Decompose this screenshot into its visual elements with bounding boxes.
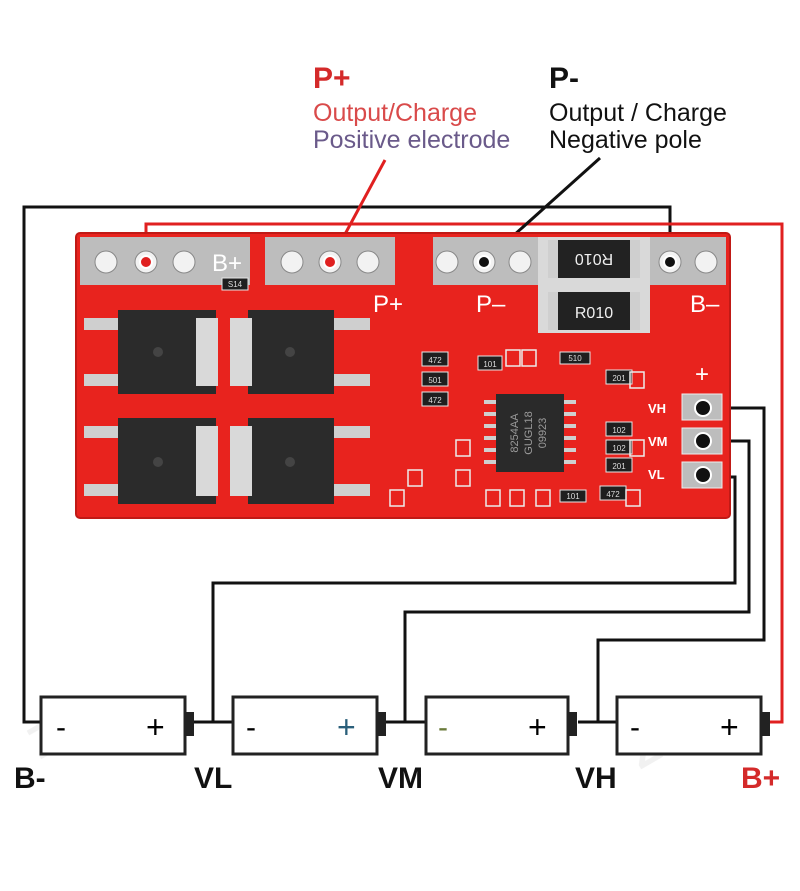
silk-vm: VM	[648, 434, 668, 449]
cell-2: - +	[231, 695, 386, 756]
p-plus-title: P+	[313, 62, 351, 95]
terminal-vl: VL	[194, 762, 233, 795]
contact-p-minus	[477, 255, 491, 269]
smd-components: S14 472 501 472 101 510 201 102 102 201 101 472	[221, 277, 645, 507]
mosfets	[84, 310, 370, 504]
silk-p-plus: P+	[373, 291, 403, 318]
smd-part	[605, 421, 633, 437]
smd-marking: 510	[568, 354, 582, 363]
smd-pad	[629, 439, 645, 457]
smd-pad	[625, 489, 641, 507]
smd-marking: 102	[612, 444, 626, 453]
cell-4: - +	[615, 695, 770, 756]
smd-marking: 472	[428, 396, 442, 405]
terminal-b-plus: B+	[741, 762, 781, 795]
terminal-vh: VH	[575, 762, 617, 795]
silk-plus: +	[695, 361, 709, 388]
smd-pad	[455, 439, 471, 457]
cell-2-negative: -	[246, 711, 256, 744]
smd-part	[477, 355, 503, 371]
contact-p-plus	[323, 255, 337, 269]
smd-pad	[407, 469, 423, 487]
smd-marking: 101	[566, 492, 580, 501]
bms-board: R010 R010 B+ P+ P– B– + VH VM VL	[75, 232, 731, 519]
cell-4-positive: +	[720, 709, 739, 745]
cell-3-positive: +	[528, 709, 547, 745]
silk-b-minus: B–	[690, 291, 720, 318]
smd-pad	[535, 489, 551, 507]
cell-1: - +	[39, 695, 194, 756]
contact-b-plus	[139, 255, 153, 269]
smd-part	[559, 351, 591, 365]
silk-b-plus: B+	[212, 250, 242, 277]
silk-vl: VL	[648, 467, 665, 482]
p-minus-line-1: Output / Charge	[549, 99, 727, 127]
p-minus-line-2: Negative pole	[549, 126, 702, 154]
smd-marking: 102	[612, 426, 626, 435]
ic-line-3: 09923	[537, 418, 549, 449]
smd-part	[605, 369, 633, 385]
smd-marking: 472	[606, 490, 620, 499]
smd-part	[421, 371, 449, 387]
cell-1-negative: -	[56, 711, 66, 744]
battery-pack: - + - + - + - +	[39, 695, 770, 756]
resistor-top	[548, 240, 640, 278]
resistor-top-label: R010	[575, 250, 613, 267]
p-minus-title: P-	[549, 62, 579, 95]
smd-part	[221, 277, 249, 291]
resistor-bottom	[548, 292, 640, 330]
smd-part	[605, 439, 633, 455]
p-plus-line-2: Positive electrode	[313, 126, 511, 154]
cell-3: - +	[424, 695, 577, 756]
ic-line-2: GUGL18	[523, 411, 535, 454]
balance-connector	[681, 393, 723, 489]
smd-part	[421, 391, 449, 407]
smd-marking: 472	[428, 356, 442, 365]
resistor-bottom-label: R010	[575, 305, 613, 322]
smd-marking: 201	[612, 374, 626, 383]
protection-ic: 8254AA GUGL18 09923	[484, 394, 576, 472]
cell-2-positive: +	[337, 709, 356, 745]
smd-pad	[485, 489, 501, 507]
smd-pad	[505, 349, 521, 367]
cell-3-negative: -	[438, 711, 448, 744]
cell-1-positive: +	[146, 709, 165, 745]
contact-b-minus	[663, 255, 677, 269]
terminal-vm: VM	[378, 762, 423, 795]
silk-vh: VH	[648, 401, 666, 416]
smd-marking: S14	[228, 280, 243, 289]
smd-pad	[455, 469, 471, 487]
smd-marking: 501	[428, 376, 442, 385]
cell-4-negative: -	[630, 711, 640, 744]
smd-marking: 101	[483, 360, 497, 369]
smd-part	[421, 351, 449, 367]
smd-part	[605, 457, 633, 473]
smd-pad	[629, 371, 645, 389]
smd-pad	[521, 349, 537, 367]
smd-part	[559, 489, 587, 503]
ic-line-1: 8254AA	[509, 413, 521, 453]
wires	[22, 156, 784, 724]
terminal-b-minus: B-	[14, 762, 46, 795]
smd-marking: 201	[612, 462, 626, 471]
smd-pad	[389, 489, 405, 507]
smd-pad	[509, 489, 525, 507]
p-plus-line-1: Output/Charge	[313, 99, 477, 127]
silk-p-minus: P–	[476, 291, 506, 318]
